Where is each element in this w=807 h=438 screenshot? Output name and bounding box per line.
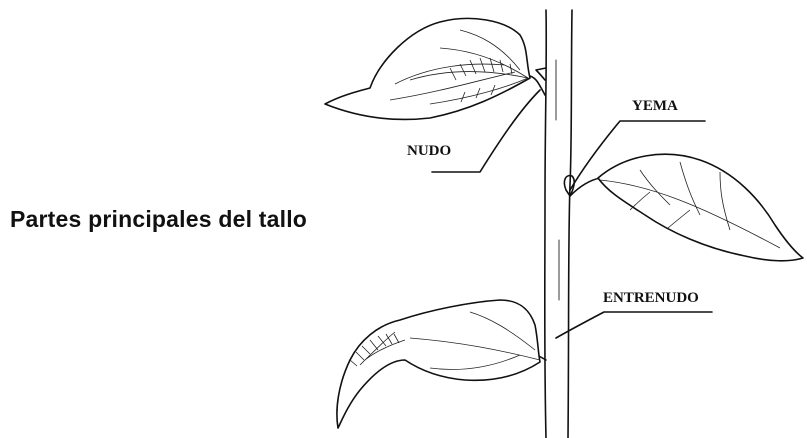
- entrenudo-leader: [555, 311, 713, 339]
- leader-lines: [431, 89, 713, 339]
- diagram-title: Partes principales del tallo: [10, 206, 308, 232]
- yema-leader: [569, 120, 706, 191]
- leaf-right: [563, 153, 804, 262]
- label-nudo: NUDO: [407, 143, 452, 159]
- leaf-bottom-left: [336, 299, 547, 429]
- label-entrenudo: ENTRENUDO: [603, 290, 699, 306]
- label-yema: YEMA: [632, 98, 678, 114]
- nudo-leader: [431, 89, 541, 173]
- leaf-top-left: [324, 17, 547, 121]
- stem: [543, 9, 573, 438]
